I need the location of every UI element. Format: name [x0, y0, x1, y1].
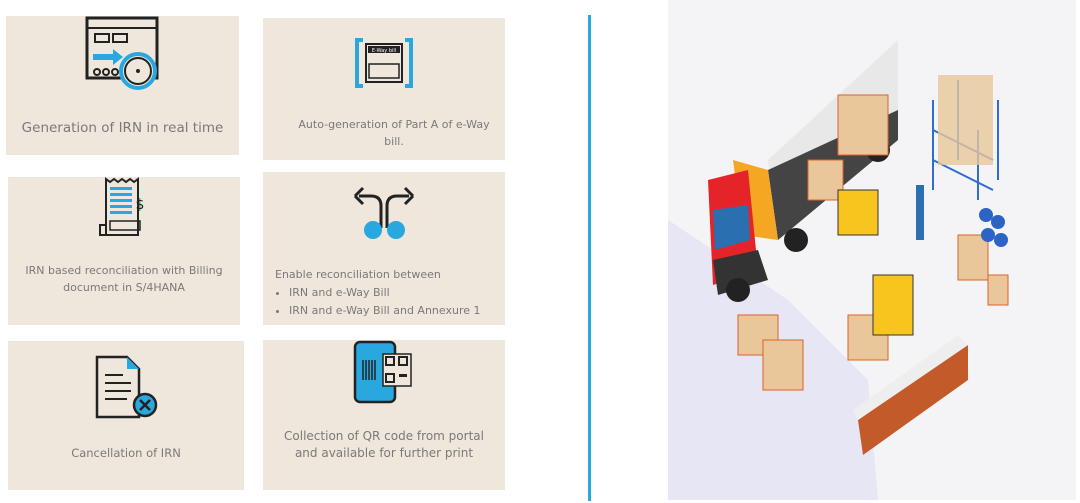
card-text: Generation of IRN in real time [21, 120, 224, 136]
eway-bill-icon: E-Way bill [355, 38, 413, 88]
feature-card-irn-generation: Generation of IRN in real time [6, 16, 239, 155]
phone-qr-icon [353, 340, 412, 404]
feature-card-reconciliation-billing: $ IRN based reconciliation with Billing … [8, 177, 240, 325]
eway-bill-icon-label: E-Way bill [372, 48, 396, 54]
split-arrows-icon [353, 186, 415, 239]
card-text: Collection of QR code from portal and av… [284, 429, 484, 460]
worker-figure [916, 185, 924, 240]
feature-card-eway-bill: E-Way bill Auto-generation of Part A of … [263, 18, 505, 160]
feature-card-reconciliation-eway: Enable reconciliation between IRN and e-… [263, 172, 505, 325]
card-text: Enable reconciliation between [275, 268, 441, 281]
bullet-item: IRN and e-Way Bill [289, 284, 493, 302]
bullet-item: IRN and e-Way Bill and Annexure 1 [289, 302, 493, 320]
feature-card-qr-code: Collection of QR code from portal and av… [263, 340, 505, 490]
feature-card-cancellation: Cancellation of IRN [8, 341, 244, 490]
browser-stopwatch-icon [85, 16, 158, 90]
vertical-divider [588, 15, 591, 501]
svg-text:$: $ [136, 197, 145, 213]
document-cancel-icon [95, 355, 158, 419]
card-text: Cancellation of IRN [71, 446, 181, 460]
receipt-dollar-icon: $ [99, 177, 145, 236]
card-text: Auto-generation of Part A of e-Way bill. [298, 118, 490, 148]
card-text: IRN based reconciliation with Billing do… [25, 264, 223, 294]
warehouse-logistics-illustration [668, 0, 1076, 500]
